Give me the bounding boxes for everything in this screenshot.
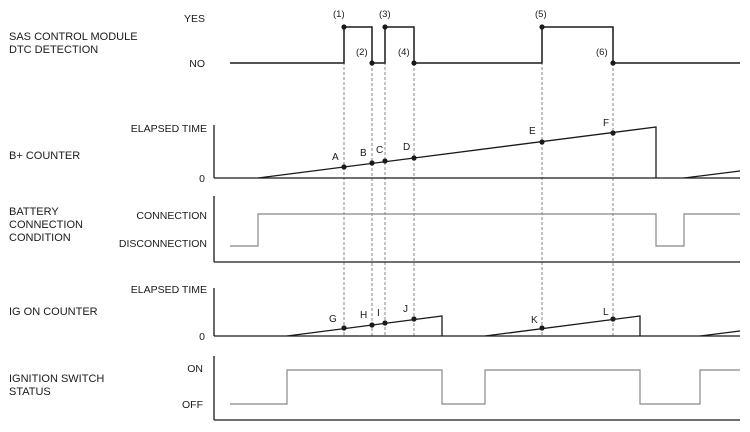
label-k: K <box>531 315 538 326</box>
event-dot-2 <box>369 60 375 66</box>
point-e <box>539 139 545 145</box>
event-dot-4 <box>411 60 417 66</box>
point-b <box>369 160 375 166</box>
event-label-6: (6) <box>596 47 608 58</box>
channel-label-bplus: B+ COUNTER <box>9 150 80 162</box>
level-batt-connection: CONNECTION <box>136 210 207 222</box>
point-c <box>382 158 388 164</box>
point-d <box>411 155 417 161</box>
event-dot-6 <box>610 60 616 66</box>
event-label-1: (1) <box>333 9 345 20</box>
label-e: E <box>529 126 536 137</box>
label-a: A <box>332 152 339 163</box>
event-guides <box>343 27 614 336</box>
point-l <box>610 316 616 322</box>
level-bplus-zero: 0 <box>199 173 205 185</box>
channel-label-battery: BATTERY CONNECTION CONDITION <box>9 206 86 244</box>
event-label-4: (4) <box>398 47 410 58</box>
event-label-5: (5) <box>535 9 547 20</box>
label-h: H <box>360 310 367 321</box>
channel-label-dtc: SAS CONTROL MODULE DTC DETECTION <box>9 31 141 56</box>
level-dtc-yes: YES <box>184 13 205 25</box>
label-i: I <box>377 308 380 319</box>
event-dot-1 <box>341 24 347 30</box>
event-dot-5 <box>539 24 545 30</box>
level-ig-elapsed: ELAPSED TIME <box>131 284 207 296</box>
point-k <box>539 325 545 331</box>
point-i <box>382 320 388 326</box>
event-dot-3 <box>382 24 388 30</box>
label-d: D <box>403 142 410 153</box>
event-label-3: (3) <box>379 9 391 20</box>
point-j <box>411 316 417 322</box>
ig-ramp-3 <box>699 330 741 337</box>
label-l: L <box>603 307 609 318</box>
label-j: J <box>403 304 408 315</box>
ig-ramp-2 <box>484 315 641 337</box>
channel-label-ig-counter: IG ON COUNTER <box>9 306 98 318</box>
point-a <box>341 164 347 170</box>
point-g <box>341 325 347 331</box>
bplus-ramp-restart <box>683 170 741 179</box>
level-sw-off: OFF <box>182 399 203 411</box>
level-sw-on: ON <box>187 363 203 375</box>
point-h <box>369 322 375 328</box>
level-ig-zero: 0 <box>199 331 205 343</box>
event-label-2: (2) <box>356 47 368 58</box>
level-dtc-no: NO <box>189 58 205 70</box>
battery-waveform <box>230 213 740 247</box>
dtc-waveform <box>230 26 740 64</box>
label-b: B <box>360 148 367 159</box>
point-f <box>610 130 616 136</box>
label-c: C <box>376 145 383 156</box>
bplus-ramp <box>257 126 657 179</box>
label-f: F <box>603 118 609 129</box>
label-g: G <box>329 314 337 325</box>
level-bplus-elapsed: ELAPSED TIME <box>131 123 207 135</box>
channel-label-ignition: IGNITION SWITCH STATUS <box>9 373 107 398</box>
ig-ramp-1 <box>286 315 443 337</box>
ignition-waveform <box>230 369 740 405</box>
level-batt-disconnection: DISCONNECTION <box>119 238 207 250</box>
